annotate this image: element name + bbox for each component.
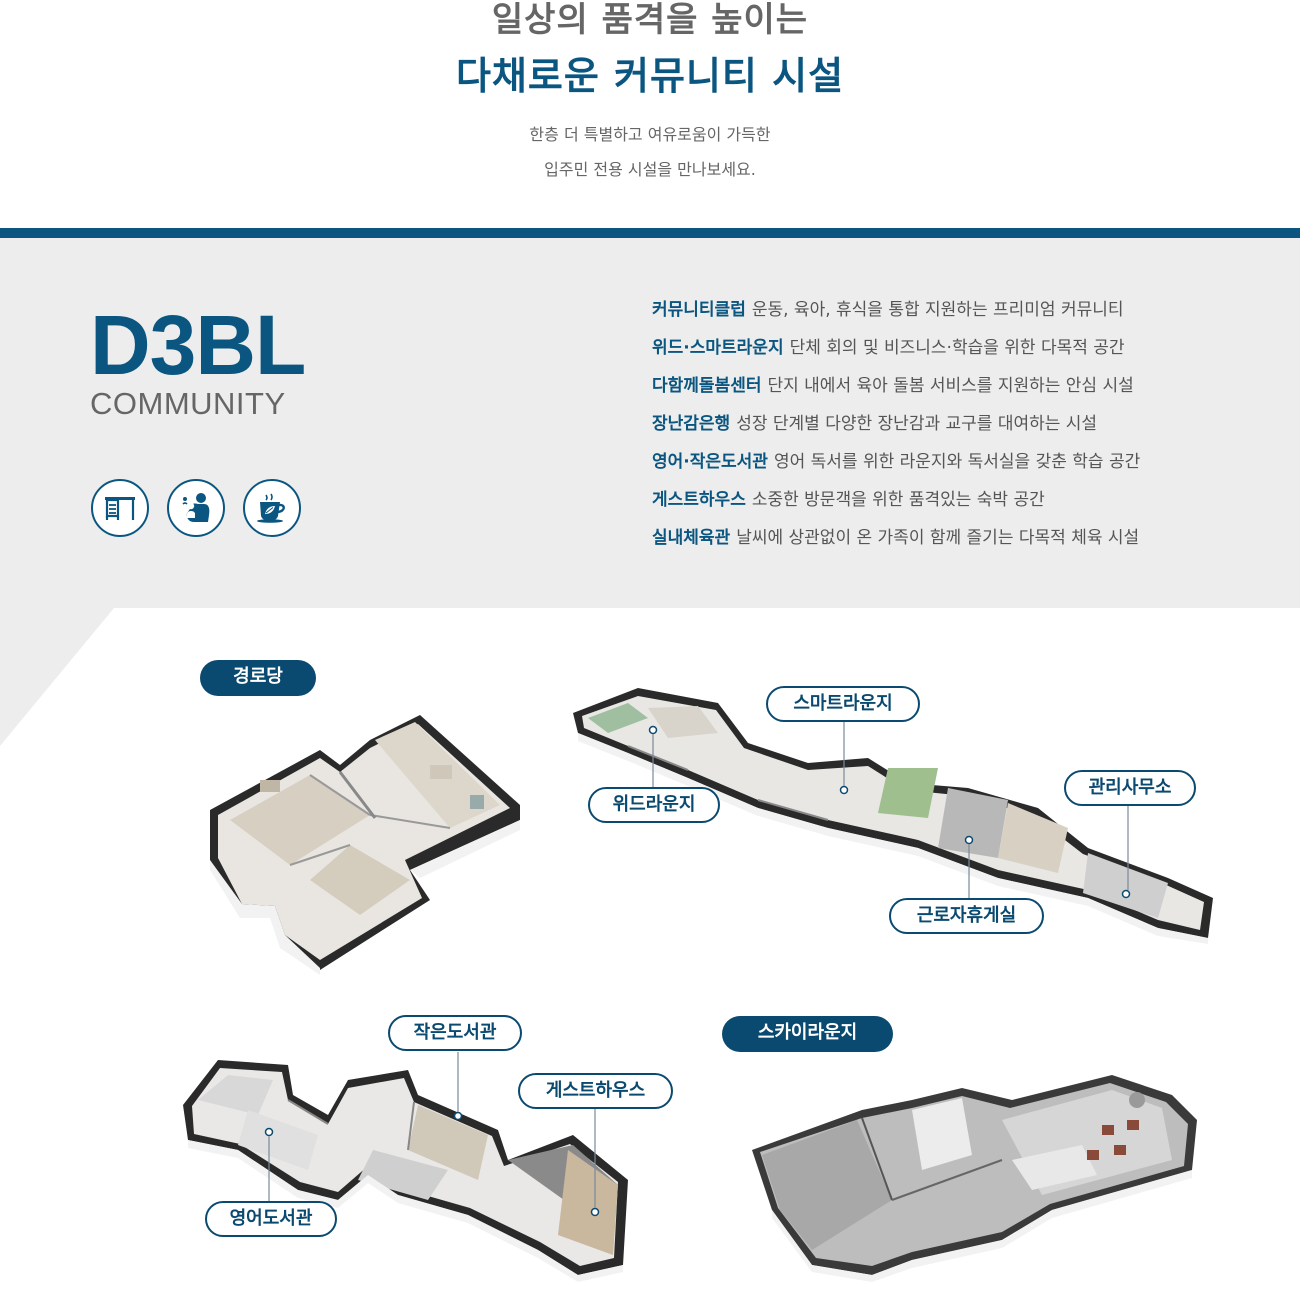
feature-desc: 소중한 방문객을 위한 품격있는 숙박 공간 [751,490,1045,510]
feature-name: 커뮤니티클럽 [652,300,746,320]
feature-name: 다함께돌봄센터 [652,376,762,396]
community-info-band [0,238,1300,608]
band-corner-shadow [0,608,114,746]
hero-desc-line2: 입주민 전용 시설을 만나보세요. [544,160,756,179]
coffee-cup-icon [243,479,301,537]
hero-title-line1: 일상의 품격을 높이는 [491,0,809,40]
feature-desc: 성장 단계별 다양한 장난감과 교구를 대여하는 시설 [736,414,1098,434]
label-with-lounge: 위드라운지 [588,787,720,823]
feature-name: 게스트하우스 [652,490,746,510]
hero-title-line2: 다채로운 커뮤니티 시설 [455,53,845,98]
upper-complex-floorplan [573,688,1213,944]
feature-desc: 단체 회의 및 비즈니스·학습을 위한 다목적 공간 [789,338,1125,358]
label-senior-center: 경로당 [200,660,316,696]
feature-name: 영어·작은도서관 [652,452,768,472]
feature-desc: 영어 독서를 위한 라운지와 독서실을 갖춘 학습 공간 [773,452,1141,472]
label-english-library: 영어도서관 [205,1201,337,1237]
feature-desc: 운동, 육아, 휴식을 통합 지원하는 프리미엄 커뮤니티 [751,300,1124,320]
brand-sub: COMMUNITY [90,386,286,421]
label-guesthouse: 게스트하우스 [518,1073,673,1109]
desk-icon [91,479,149,537]
label-sky-lounge: 스카이라운지 [722,1016,893,1052]
label-small-library: 작은도서관 [388,1015,522,1051]
section-divider-bar [0,228,1300,238]
hero-section: 일상의 품격을 높이는 다채로운 커뮤니티 시설 한층 더 특별하고 여유로움이… [0,0,1300,228]
senior-center-floorplan [210,715,520,975]
feature-name: 실내체육관 [652,528,731,548]
brand-name: D3BL [90,298,306,392]
feature-name: 위드·스마트라운지 [652,338,784,358]
community-icons [91,479,301,537]
library-floorplan [183,1052,628,1282]
feature-desc: 단지 내에서 육아 돌봄 서비스를 지원하는 안심 시설 [767,376,1134,396]
parent-child-icon [167,479,225,537]
sky-lounge-floorplan [752,1075,1197,1282]
feature-desc: 날씨에 상관없이 온 가족이 함께 즐기는 다목적 체육 시설 [736,528,1140,548]
label-management-office: 관리사무소 [1064,770,1196,806]
label-worker-lounge: 근로자휴게실 [889,898,1044,934]
brand-block: D3BL COMMUNITY [90,298,306,421]
hero-desc-line1: 한층 더 특별하고 여유로움이 가득한 [529,125,771,144]
feature-name: 장난감은행 [652,414,731,434]
label-smart-lounge: 스마트라운지 [766,686,920,722]
